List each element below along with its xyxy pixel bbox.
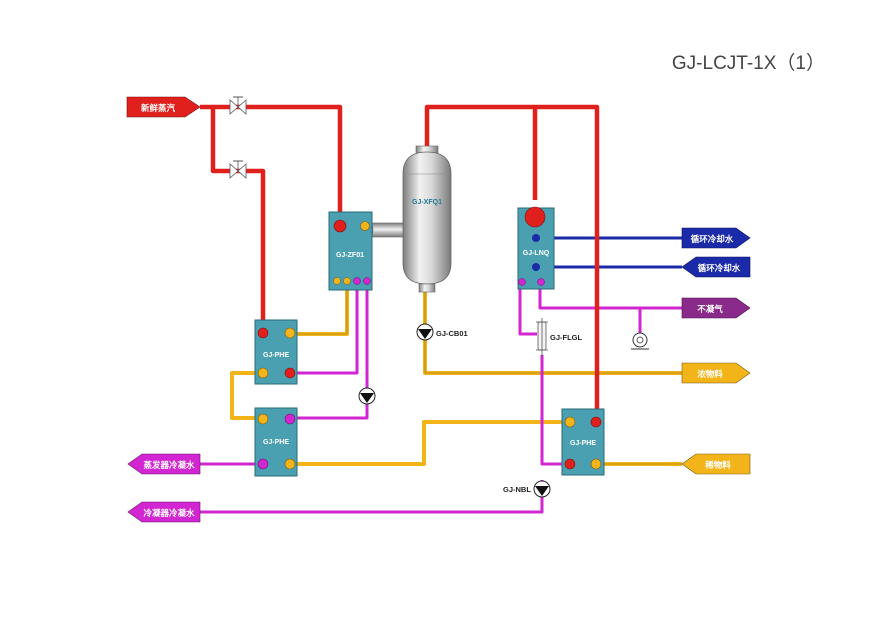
phe-2-label: GJ-PHE — [263, 439, 289, 446]
separator-label: GJ-XFQ1 — [412, 199, 442, 206]
pump-cb-label: GJ-CB01 — [436, 329, 468, 338]
cooling-water-2-label: 循环冷却水 — [698, 263, 741, 274]
plate-heat-exchanger-1: GJ-PHE — [254, 319, 298, 385]
phe-1-label: GJ-PHE — [263, 352, 289, 359]
plate-heat-exchanger-2: GJ-PHE — [254, 407, 298, 477]
sight-glass-icon — [536, 318, 548, 356]
stream-condenser-condensate: 冷凝器冷凝水 — [127, 501, 201, 523]
valve-icon[interactable] — [229, 96, 247, 115]
phe-3-label: GJ-PHE — [570, 440, 596, 447]
pump-icon[interactable] — [533, 480, 551, 498]
evaporator-condensate-label: 蒸发器冷凝水 — [143, 460, 195, 471]
stream-dilute-feed: 稀物料 — [681, 453, 751, 475]
vacuum-pump-icon[interactable] — [631, 332, 649, 350]
stream-evaporator-condensate: 蒸发器冷凝水 — [127, 453, 201, 475]
cooling-water-1-label: 循环冷却水 — [691, 234, 734, 245]
pump-icon[interactable] — [416, 323, 434, 341]
evaporator-label: GJ-ZF01 — [336, 252, 364, 259]
pump-nbl-label: GJ-NBL — [503, 485, 531, 494]
drawing-title: GJ-LCJT-1X（1） — [671, 53, 825, 74]
pump-icon[interactable] — [358, 387, 376, 405]
valve-icon[interactable] — [229, 160, 247, 179]
flow-glass-label: GJ-FLGL — [550, 333, 582, 342]
fresh-steam-label: 新鲜蒸汽 — [141, 103, 176, 114]
stream-noncondensable-gas: 不凝气 — [681, 297, 751, 319]
condenser: GJ-LNQ — [517, 206, 555, 290]
plate-heat-exchanger-3: GJ-PHE — [561, 408, 605, 476]
separator-vessel: GJ-XFQ1 — [402, 145, 452, 293]
pipes-condensate — [200, 284, 682, 514]
stream-cooling-water-1: 循环冷却水 — [681, 227, 751, 249]
condenser-label: GJ-LNQ — [523, 250, 550, 257]
concentrate-label: 浓物料 — [697, 369, 723, 380]
evaporator: GJ-ZF01 — [328, 211, 373, 291]
stream-concentrate: 浓物料 — [681, 362, 751, 384]
pipes-cooling-water — [536, 236, 682, 269]
dilute-feed-label: 稀物料 — [705, 460, 731, 471]
stream-cooling-water-2: 循环冷却水 — [681, 256, 751, 278]
condenser-condensate-label: 冷凝器冷凝水 — [143, 508, 195, 519]
stream-fresh-steam: 新鲜蒸汽 — [126, 96, 201, 118]
pipes-product — [230, 286, 682, 466]
noncondensable-label: 不凝气 — [697, 304, 723, 315]
